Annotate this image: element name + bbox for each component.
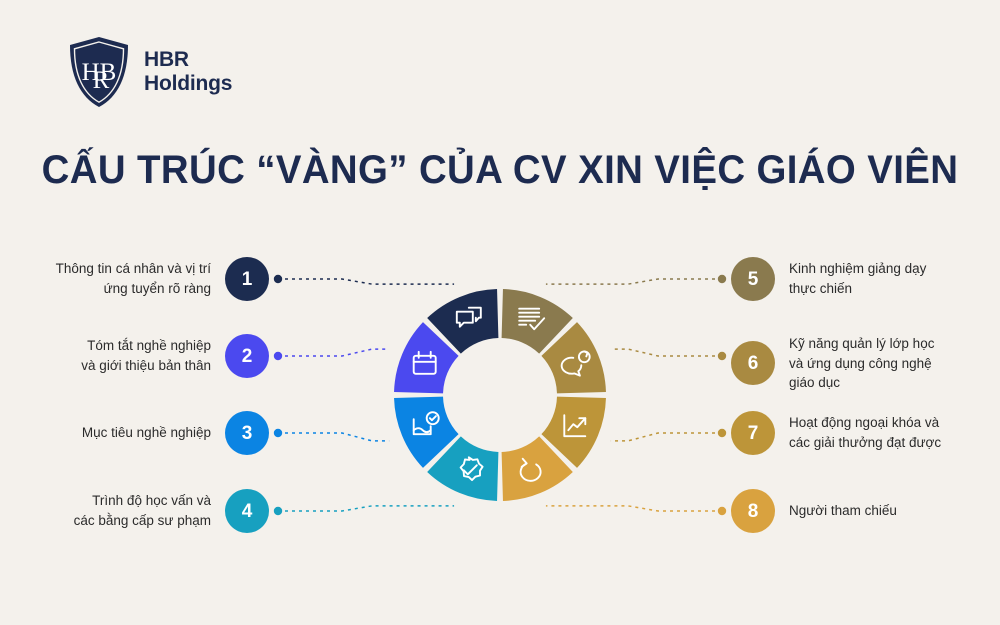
svg-text:R: R — [93, 67, 110, 94]
connector-dot-8 — [717, 506, 727, 516]
connector-dot-4 — [273, 506, 283, 516]
legend-item-2[interactable]: Tóm tắt nghề nghiệp và giới thiệu bản th… — [29, 334, 269, 378]
connector-5 — [545, 278, 722, 285]
growth-chart-icon — [563, 414, 587, 438]
step-badge-7[interactable]: 7 — [731, 411, 775, 455]
certificate-check-icon — [459, 456, 484, 482]
connector-3 — [278, 432, 390, 442]
donut-segment-7[interactable] — [541, 396, 606, 468]
donut-segment-1[interactable] — [427, 289, 499, 354]
legend-item-5[interactable]: 5 Kinh nghiệm giảng dạy thực chiến — [731, 257, 967, 301]
connector-dot-5 — [717, 274, 727, 284]
legend-item-8[interactable]: 8 Người tham chiếu — [731, 489, 967, 533]
legend-item-label-6: Kỹ năng quản lý lớp học và ứng dụng công… — [789, 336, 935, 391]
donut-segment-5[interactable] — [501, 289, 573, 354]
connector-dot-7 — [717, 428, 727, 438]
connector-1 — [278, 278, 455, 285]
document-check-badge-icon — [412, 411, 440, 436]
refresh-circle-icon — [519, 457, 542, 482]
brand-wordmark: HBR Holdings — [144, 48, 232, 95]
shield-icon: HB R — [70, 37, 128, 107]
connector-4 — [278, 505, 455, 512]
connector-7 — [610, 432, 722, 442]
svg-text:HB: HB — [82, 59, 117, 86]
calendar-icon — [412, 350, 437, 375]
legend-item-3[interactable]: Mục tiêu nghề nghiệp 3 — [29, 411, 269, 455]
speech-bubble-refresh-icon — [560, 350, 591, 377]
step-badge-3[interactable]: 3 — [225, 411, 269, 455]
speech-bubbles-icon — [455, 306, 482, 328]
legend-item-7[interactable]: 7 Hoạt động ngoại khóa và các giải thưởng… — [731, 411, 967, 455]
step-badge-6[interactable]: 6 — [731, 341, 775, 386]
step-badge-1[interactable]: 1 — [225, 257, 269, 301]
connector-dot-1 — [273, 274, 283, 284]
legend-item-1[interactable]: Thông tin cá nhân và vị trí ứng tuyển rõ… — [29, 257, 269, 301]
donut-segment-8[interactable] — [501, 436, 573, 501]
legend-item-label-2: Tóm tắt nghề nghiệp và giới thiệu bản th… — [81, 338, 211, 373]
brand-name-line2: Holdings — [144, 72, 233, 95]
legend-item-label-3: Mục tiêu nghề nghiệp — [81, 425, 211, 441]
connector-dot-3 — [273, 428, 283, 438]
donut-segment-2[interactable] — [394, 322, 459, 394]
legend-item-label-4: Trình độ học vấn và các bằng cấp sư phạm — [73, 493, 211, 528]
donut-segment-4[interactable] — [427, 436, 499, 501]
step-badge-8[interactable]: 8 — [731, 489, 775, 533]
brand-name-line1: HBR — [144, 48, 189, 72]
step-badge-5[interactable]: 5 — [731, 257, 775, 301]
legend-item-label-1: Thông tin cá nhân và vị trí ứng tuyển rõ… — [55, 261, 211, 296]
brand-logo: HB R HBR Holdings — [68, 36, 232, 108]
connector-8 — [545, 505, 722, 512]
connector-6 — [610, 348, 722, 357]
step-badge-2[interactable]: 2 — [225, 334, 269, 378]
legend-item-label-7: Hoạt động ngoại khóa và các giải thưởng … — [789, 415, 942, 450]
step-badge-4[interactable]: 4 — [225, 489, 269, 533]
connector-2 — [278, 348, 390, 357]
legend-item-6[interactable]: 6 Kỹ năng quản lý lớp học và ứng dụng côn… — [731, 334, 967, 393]
legend-item-4[interactable]: Trình độ học vấn và các bằng cấp sư phạm… — [29, 489, 269, 533]
document-lines-check-icon — [518, 307, 546, 331]
connector-dot-2 — [273, 351, 283, 361]
legend-item-label-5: Kinh nghiệm giảng dạy thực chiến — [789, 261, 927, 296]
connector-dot-6 — [717, 351, 727, 361]
page-title: CẤU TRÚC “VÀNG” CỦA CV XIN VIỆC GIÁO VIÊ… — [41, 148, 959, 192]
legend-item-label-8: Người tham chiếu — [789, 503, 897, 519]
